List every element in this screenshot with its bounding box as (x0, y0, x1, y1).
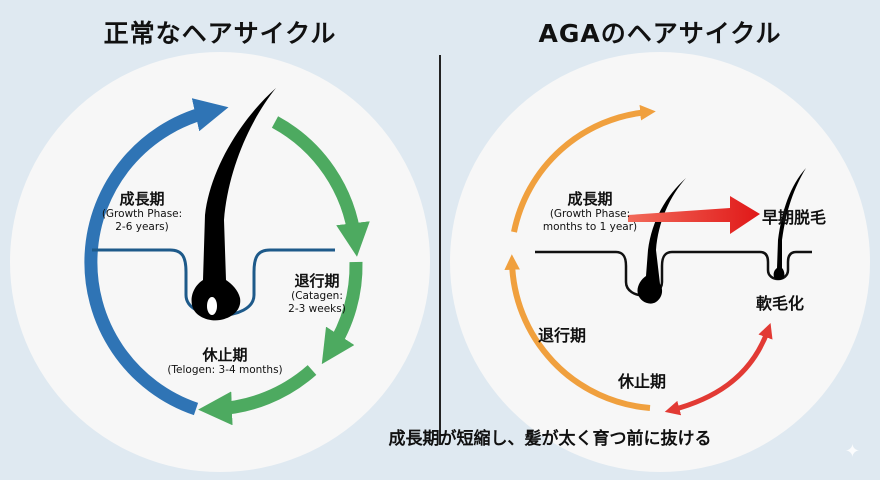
aga-cycle-panel: AGAのヘアサイクル 成長期 (440, 0, 880, 480)
normal-cycle-panel: 正常なヘアサイクル 成長期 (Growth Phase: 2-6 years) (10, 19, 430, 472)
miniaturized-hair-strand (773, 168, 806, 280)
aga-telogen-label: 休止期 (618, 372, 667, 391)
catagen-arrow-upper (271, 116, 370, 257)
miniaturization-label: 軟毛化 (756, 294, 805, 313)
aga-growth-arrow (511, 104, 656, 233)
early-loss-arrow (628, 196, 760, 234)
telogen-label: 休止期 (Telogen: 3-4 months) (167, 346, 283, 376)
aga-catagen-label: 退行期 (538, 326, 587, 345)
hair-strand (191, 88, 276, 321)
aga-caption: 成長期が短縮し、髪が太く育つ前に抜ける (388, 429, 712, 449)
sparkle-icon: ✦ (844, 441, 860, 462)
aga-skin-line (535, 250, 812, 297)
early-loss-label: 早期脱毛 (762, 208, 827, 227)
catagen-arrow-lower (321, 261, 363, 365)
normal-cycle-title: 正常なヘアサイクル (103, 19, 337, 48)
aga-catagen-arrow (504, 254, 651, 411)
growth-phase-label: 成長期 (Growth Phase: 2-6 years) (101, 190, 183, 233)
normal-cycle-diagram (10, 52, 430, 472)
aga-hair-strand (637, 178, 686, 304)
aga-cycle-diagram (450, 52, 870, 472)
telogen-arrow (198, 365, 317, 426)
growth-phase-arrow (84, 98, 229, 416)
aga-cycle-title: AGAのヘアサイクル (538, 19, 782, 48)
catagen-label: 退行期 (Catagen: 2-3 weeks) (288, 272, 346, 315)
panel-divider (439, 55, 441, 445)
miniaturization-cycle-arrow (664, 322, 773, 416)
aga-growth-phase-label: 成長期 (Growth Phase: months to 1 year) (542, 190, 638, 233)
hair-papilla (207, 297, 217, 315)
